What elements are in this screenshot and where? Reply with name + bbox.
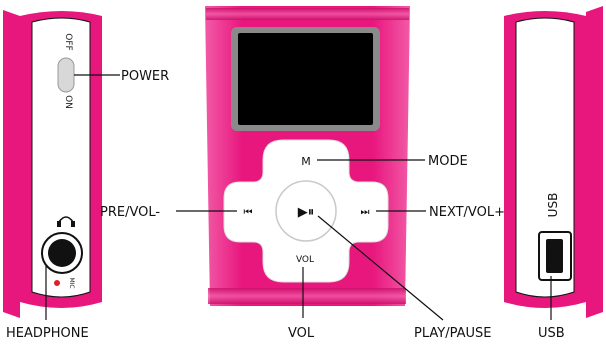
callout-pre-vol: PRE/VOL- (100, 205, 160, 220)
vol-button[interactable]: VOL (296, 255, 314, 265)
front-bottom-band (208, 288, 406, 304)
callout-lines (45, 74, 552, 321)
left-side-view: OFF ON MIC (3, 10, 102, 318)
front-top-band (206, 8, 409, 20)
headphone-jack[interactable] (48, 239, 76, 267)
callout-usb: USB (538, 326, 565, 341)
screen (238, 33, 373, 125)
prev-button[interactable]: ⏮ (244, 207, 253, 218)
play-pause-line (317, 215, 444, 321)
callout-power: POWER (121, 69, 169, 84)
switch-off-label: OFF (63, 33, 73, 50)
callout-play-pause: PLAY/PAUSE (414, 326, 491, 341)
right-clip (586, 6, 603, 318)
headphone-icon (57, 216, 75, 227)
front-view: M ⏮ ▶⏸ ⏭ VOL (205, 6, 410, 306)
power-switch[interactable] (57, 57, 75, 93)
center-button-ring (275, 180, 337, 242)
callout-next-vol: NEXT/VOL+ (429, 205, 505, 220)
mode-button[interactable]: M (301, 155, 311, 168)
callout-headphone: HEADPHONE (6, 326, 89, 341)
switch-on-label: ON (63, 95, 73, 109)
usb-port[interactable] (546, 239, 563, 273)
left-panel (31, 17, 91, 298)
mic-label: MIC (68, 277, 75, 288)
right-panel (515, 17, 575, 298)
callout-mode: MODE (428, 154, 468, 169)
left-clip (3, 10, 20, 318)
next-button[interactable]: ⏭ (361, 207, 370, 218)
callout-vol: VOL (288, 326, 315, 341)
right-side-view: USB (504, 6, 603, 318)
play-pause-button[interactable]: ▶⏸ (298, 205, 315, 220)
mic-dot (54, 280, 60, 286)
usb-side-label: USB (546, 193, 560, 218)
